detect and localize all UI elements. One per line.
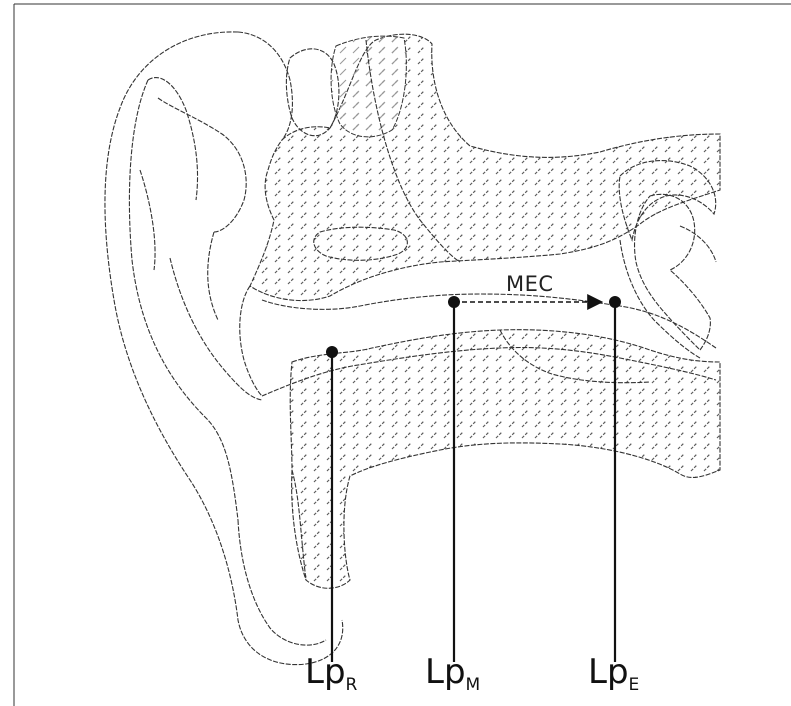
lp-e-base: Lp [588,652,629,692]
lp-r-base: Lp [305,652,346,692]
lp-e-label: LpE [588,652,639,695]
lp-m-label: LpM [425,652,480,695]
hatched-tissue [250,34,720,588]
lp-r-label: LpR [305,652,357,695]
lp-m-base: Lp [425,652,466,692]
lp-m-point [448,296,460,308]
lp-r-point [326,346,338,358]
lp-e-subscript: E [629,675,640,695]
lp-r-subscript: R [346,675,358,695]
lp-m-subscript: M [466,675,481,695]
lp-e-point [609,296,621,308]
mec-label: MEC [506,272,554,296]
